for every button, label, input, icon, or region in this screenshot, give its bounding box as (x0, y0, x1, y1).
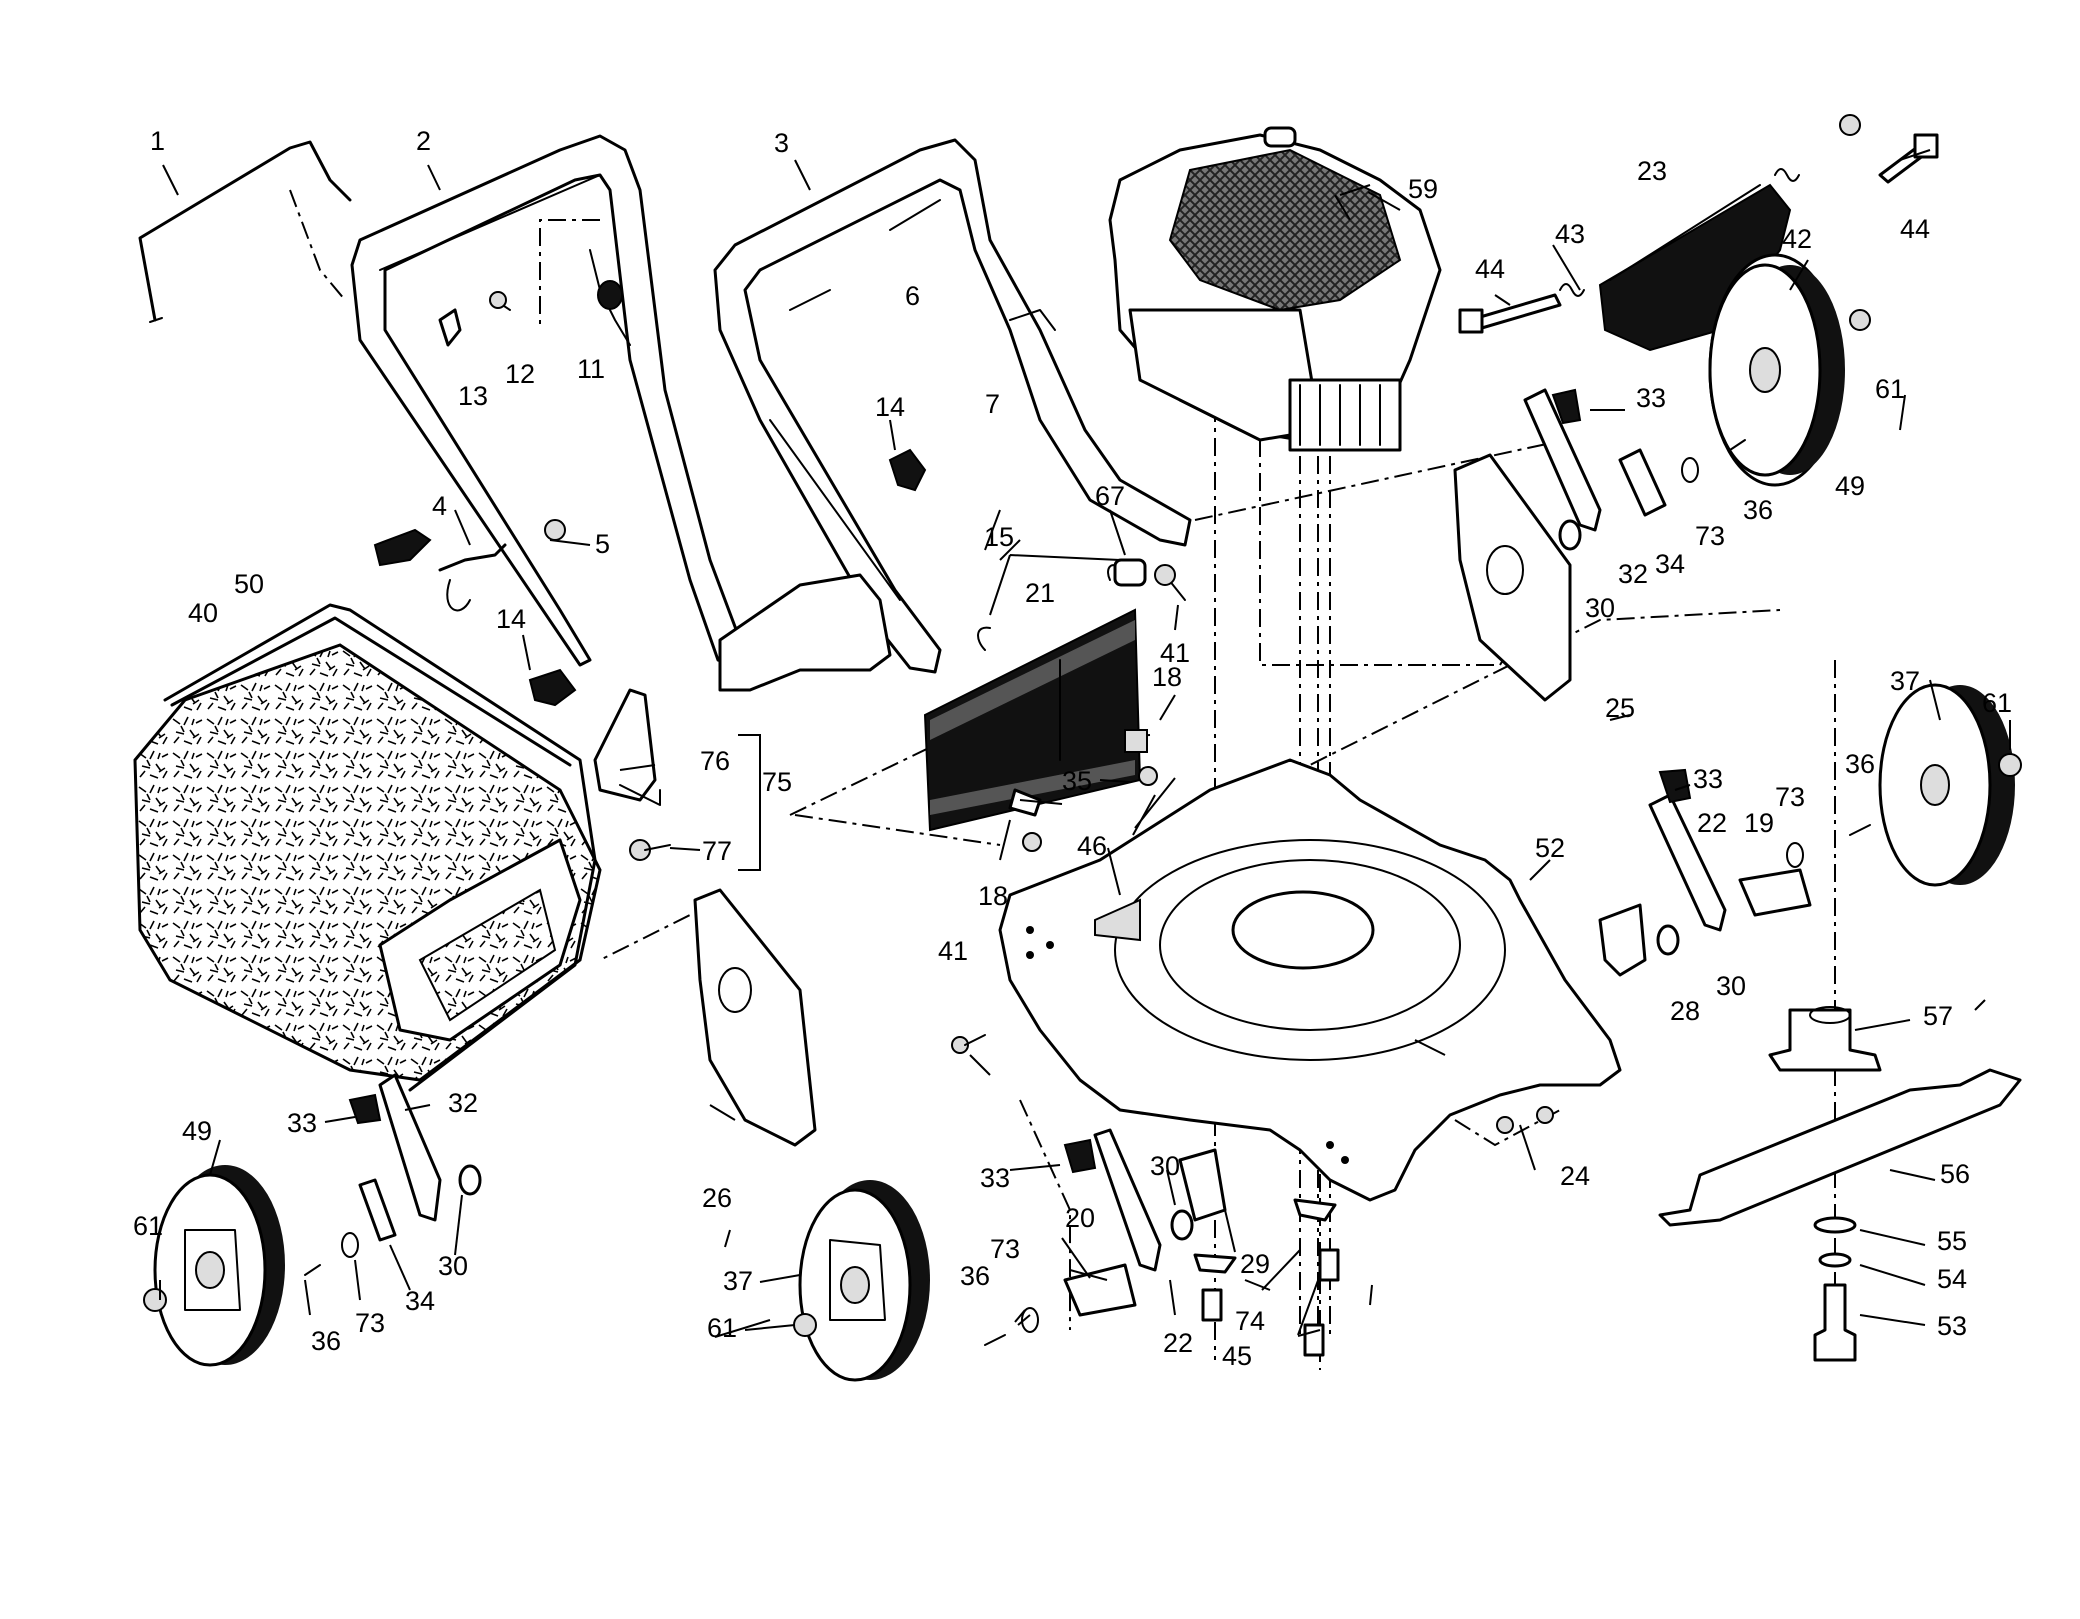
handle-hardware (373, 199, 1186, 707)
callout-77: 77 (702, 836, 732, 866)
callout-55: 55 (1937, 1226, 1967, 1256)
height-adjusters (348, 388, 1812, 1317)
callout-14-upper: 14 (875, 392, 905, 422)
callout-35: 35 (1062, 766, 1092, 796)
callout-30-lower-right: 30 (1716, 971, 1746, 1001)
callout-73-lower-right: 73 (1775, 782, 1805, 812)
callout-54: 54 (1937, 1264, 1967, 1294)
callout-7: 7 (985, 389, 1000, 419)
callout-57: 57 (1923, 1001, 1953, 1031)
callout-37-left: 37 (723, 1266, 753, 1296)
callout-labels: 1 2 3 4 5 6 7 11 12 13 14 14 15 18 18 19… (133, 126, 2012, 1371)
fasteners (143, 114, 2022, 1357)
callout-42: 42 (1782, 224, 1812, 254)
callout-44-left: 44 (1475, 254, 1505, 284)
callout-26: 26 (702, 1183, 732, 1213)
callout-14-lower: 14 (496, 604, 526, 634)
callout-50: 50 (234, 569, 264, 599)
callout-12: 12 (505, 359, 535, 389)
callout-33-center: 33 (980, 1163, 1010, 1193)
callout-49-left: 49 (182, 1116, 212, 1146)
callout-61-upper-right: 61 (1875, 374, 1905, 404)
callout-41-upper: 41 (1160, 638, 1190, 668)
callout-29: 29 (1240, 1249, 1270, 1279)
rear-flap-assembly (1458, 133, 1939, 352)
callout-32-right: 32 (1618, 559, 1648, 589)
callout-25: 25 (1605, 693, 1635, 723)
callout-56: 56 (1940, 1159, 1970, 1189)
callout-28: 28 (1670, 996, 1700, 1026)
callout-18-upper: 18 (1152, 662, 1182, 692)
callout-36-left: 36 (311, 1326, 341, 1356)
wheel-front-right (1878, 683, 2015, 887)
callout-19: 19 (1744, 808, 1774, 838)
callout-34-left: 34 (405, 1286, 435, 1316)
callout-11: 11 (577, 354, 605, 384)
callout-21: 21 (1025, 578, 1055, 608)
callout-5: 5 (595, 529, 610, 559)
blade-assembly (1658, 1006, 2022, 1362)
callout-30-left: 30 (438, 1251, 468, 1281)
handle-bail-bar (138, 140, 352, 323)
callout-73-left: 73 (355, 1308, 385, 1338)
callout-15: 15 (984, 522, 1014, 552)
callout-44-right: 44 (1900, 214, 1930, 244)
callout-74: 74 (1235, 1306, 1265, 1336)
callout-41-lower: 41 (938, 936, 968, 966)
callout-13: 13 (458, 381, 488, 411)
callout-23: 23 (1637, 156, 1667, 186)
callout-4: 4 (432, 491, 447, 521)
callout-3: 3 (774, 128, 789, 158)
callout-45: 45 (1222, 1341, 1252, 1371)
upper-handle (350, 134, 742, 667)
wheel-rear-right (1708, 253, 1845, 487)
callout-53: 53 (1937, 1311, 1967, 1341)
callout-32-left: 32 (448, 1088, 478, 1118)
callout-37-right: 37 (1890, 666, 1920, 696)
callout-2: 2 (416, 126, 431, 156)
grass-bag (133, 603, 602, 1092)
callout-73-center: 73 (990, 1234, 1020, 1264)
wheel-front-left (798, 1180, 930, 1382)
callout-33-upper-right: 33 (1636, 383, 1666, 413)
callout-61-lower-right: 61 (1982, 688, 2012, 718)
callout-75: 75 (762, 767, 792, 797)
engine (1108, 126, 1442, 452)
callout-40: 40 (188, 598, 218, 628)
callout-24: 24 (1560, 1161, 1590, 1191)
callout-22-left: 22 (1163, 1328, 1193, 1358)
callout-36-lower-right: 36 (1845, 749, 1875, 779)
callout-61-center: 61 (707, 1313, 737, 1343)
callout-36-upper-right: 36 (1743, 495, 1773, 525)
callout-76: 76 (700, 746, 730, 776)
mower-deck (998, 758, 1622, 1202)
leader-lines (159, 149, 2011, 1338)
mulch-plug (923, 608, 1142, 832)
callout-59: 59 (1408, 174, 1438, 204)
callout-6: 6 (905, 281, 920, 311)
callout-46: 46 (1077, 831, 1107, 861)
lower-handle (713, 138, 1192, 674)
callout-33-lower-right: 33 (1693, 764, 1723, 794)
callout-1: 1 (150, 126, 165, 156)
callout-34-right: 34 (1655, 549, 1685, 579)
callout-33-left: 33 (287, 1108, 317, 1138)
rear-discharge (593, 573, 892, 861)
callout-73-upper-right: 73 (1695, 521, 1725, 551)
callout-18-lower: 18 (978, 881, 1008, 911)
callout-30-upper-right: 30 (1585, 593, 1615, 623)
callout-30-center: 30 (1150, 1151, 1180, 1181)
callout-67: 67 (1095, 481, 1125, 511)
callout-52: 52 (1535, 833, 1565, 863)
callout-43: 43 (1555, 219, 1585, 249)
callout-36-center: 36 (960, 1261, 990, 1291)
callout-22-right: 22 (1697, 808, 1727, 838)
callout-49-right: 49 (1835, 471, 1865, 501)
callout-20: 20 (1065, 1203, 1095, 1233)
wheel-rear-left (153, 1165, 285, 1367)
assembly-lines (289, 189, 1836, 1370)
callout-61-left: 61 (133, 1211, 163, 1241)
